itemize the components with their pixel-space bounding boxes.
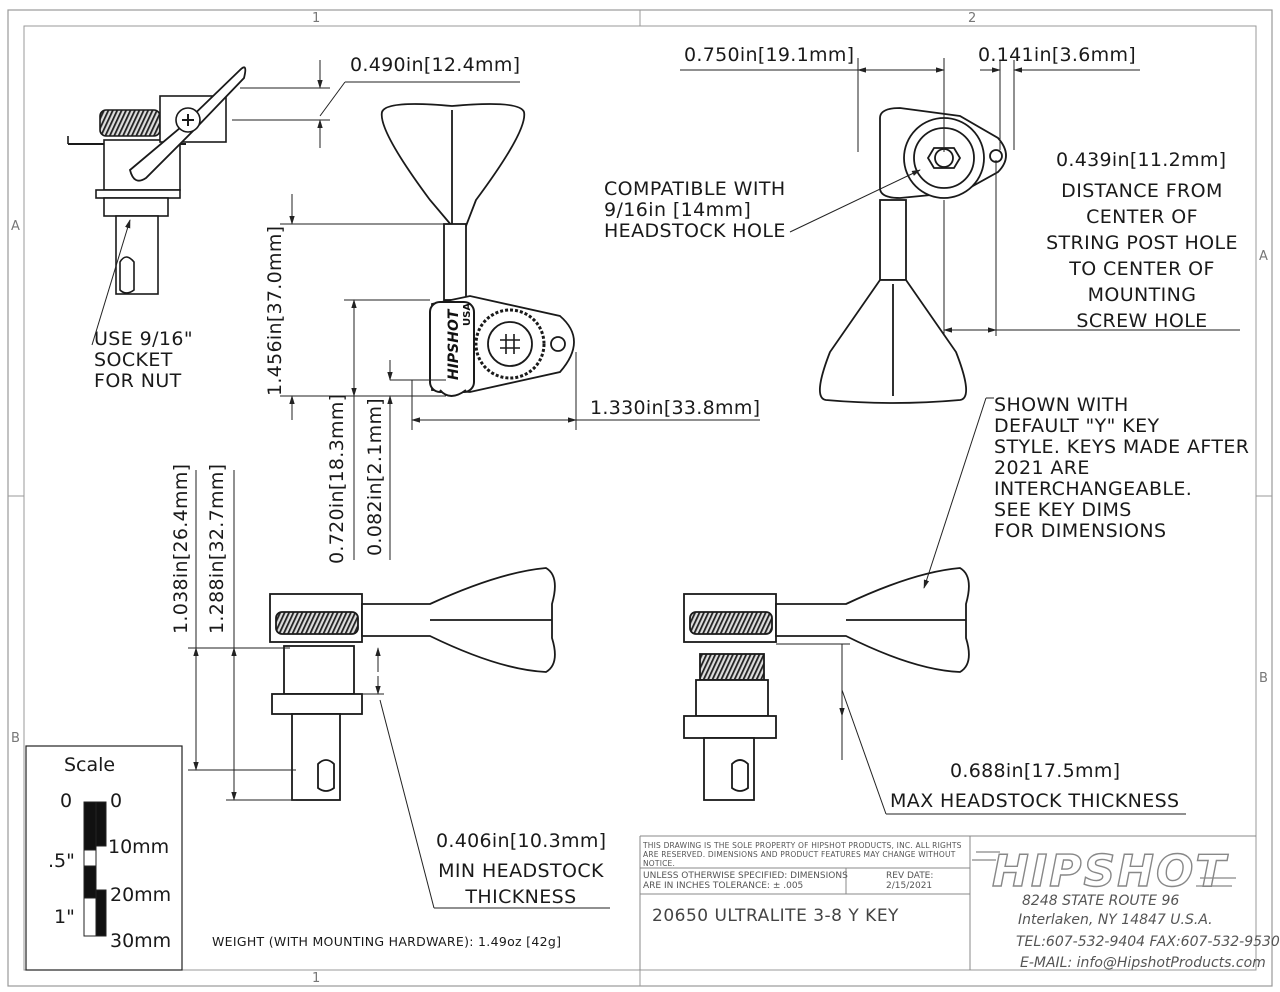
dim-0406: 0.406in[10.3mm] [436,830,607,852]
scale-mm-20: 20mm [110,884,172,906]
note-distance-line: DISTANCE FROM [1061,180,1223,202]
side-view-bottom-left [269,567,556,801]
part-brand-marking: HIPSHOT [446,308,462,380]
scale-inch-1: 1" [54,906,75,928]
zone-col1-top: 1 [312,11,321,26]
note-compatible-line: COMPATIBLE WITH [604,178,786,200]
part-origin-marking: USA [462,303,473,326]
note-min-headstock: MIN HEADSTOCK THICKNESS [426,862,616,914]
note-socket-line: FOR NUT [94,370,182,392]
note-distance-line: MOUNTING [1087,284,1197,306]
note-min-line: MIN HEADSTOCK [438,860,604,882]
front-view-top-center [380,103,575,397]
note-distance-line: TO CENTER OF [1069,258,1215,280]
part-number-title: 20650 ULTRALITE 3-8 Y KEY [652,906,899,926]
scale-mm-10: 10mm [108,836,170,858]
dim-0082: 0.082in[2.1mm] [364,398,386,556]
scale-inch-half: .5" [48,850,75,872]
note-distance-line: CENTER OF [1086,206,1198,228]
note-shown-with: SHOWN WITH DEFAULT "Y" KEY STYLE. KEYS M… [994,396,1249,543]
zone-row-b-right: B [1259,671,1268,686]
tolerance-line-1: UNLESS OTHERWISE SPECIFIED: DIMENSIONS [643,871,848,881]
dim-1330: 1.330in[33.8mm] [590,397,761,419]
rear-view-top-right [819,107,1007,404]
scale-mm-0: 0 [110,790,123,812]
note-min-line: THICKNESS [465,886,577,908]
scale-inch-0: 0 [60,790,73,812]
company-address-2: Interlaken, NY 14847 U.S.A. [1018,912,1213,928]
note-distance-line: STRING POST HOLE [1046,232,1238,254]
note-socket-line: SOCKET [94,349,173,371]
note-max-headstock: MAX HEADSTOCK THICKNESS [890,790,1180,812]
zone-row-b-left: B [11,731,20,746]
note-shown-line: 2021 ARE [994,457,1090,479]
note-compatible: COMPATIBLE WITH 9/16in [14mm] HEADSTOCK … [604,180,786,243]
dimension-lines [91,58,1240,909]
dim-0750: 0.750in[19.1mm] [684,44,855,66]
dim-1288: 1.288in[32.7mm] [206,463,228,634]
hipshot-logo: HIPSHOT [972,845,1236,898]
side-view-top-left [67,66,247,295]
side-view-bottom-right [683,567,970,801]
dim-0490: 0.490in[12.4mm] [350,54,521,76]
note-shown-line: DEFAULT "Y" KEY [994,415,1160,437]
zone-col2-top: 2 [968,11,977,26]
dim-0720: 0.720in[18.3mm] [326,393,348,564]
tolerance-line-2: ARE IN INCHES TOLERANCE: ± .005 [643,881,804,891]
dim-1456: 1.456in[37.0mm] [264,225,286,396]
property-notice: THIS DRAWING IS THE SOLE PROPERTY OF HIP… [643,841,962,868]
company-address-1: 8248 STATE ROUTE 96 [1022,893,1180,909]
rev-date-value: 2/15/2021 [886,881,933,891]
dim-1038: 1.038in[26.4mm] [170,463,192,634]
dim-0688: 0.688in[17.5mm] [950,760,1121,782]
note-shown-line: SEE KEY DIMS [994,499,1132,521]
zone-col1-bottom: 1 [312,971,321,986]
dim-0439: 0.439in[11.2mm] [1056,149,1227,171]
note-shown-line: STYLE. KEYS MADE AFTER [994,436,1250,458]
dim-0141: 0.141in[3.6mm] [978,44,1136,66]
weight-note: WEIGHT (WITH MOUNTING HARDWARE): 1.49oz … [212,934,562,949]
note-distance: DISTANCE FROM CENTER OF STRING POST HOLE… [1036,182,1248,338]
svg-text:HIPSHOT: HIPSHOT [992,846,1228,897]
scale-mm-30: 30mm [110,930,172,952]
rev-date-label: REV DATE: [886,871,934,881]
note-socket: USE 9/16" SOCKET FOR NUT [94,330,193,393]
note-shown-line: FOR DIMENSIONS [994,520,1167,542]
scale-title: Scale [64,754,116,776]
company-phone: TEL:607-532-9404 FAX:607-532-9530 [1016,934,1280,950]
note-socket-line: USE 9/16" [94,328,194,350]
note-shown-line: INTERCHANGEABLE. [994,478,1193,500]
note-compatible-line: 9/16in [14mm] [604,199,752,221]
note-shown-line: SHOWN WITH [994,394,1129,416]
note-compatible-line: HEADSTOCK HOLE [604,220,786,242]
zone-row-a-right: A [1259,249,1268,264]
company-email: E-MAIL: info@HipshotProducts.com [1020,955,1266,971]
zone-row-a-left: A [11,219,20,234]
title-block [639,835,1256,970]
scale-box [25,745,183,971]
note-distance-line: SCREW HOLE [1076,310,1208,332]
